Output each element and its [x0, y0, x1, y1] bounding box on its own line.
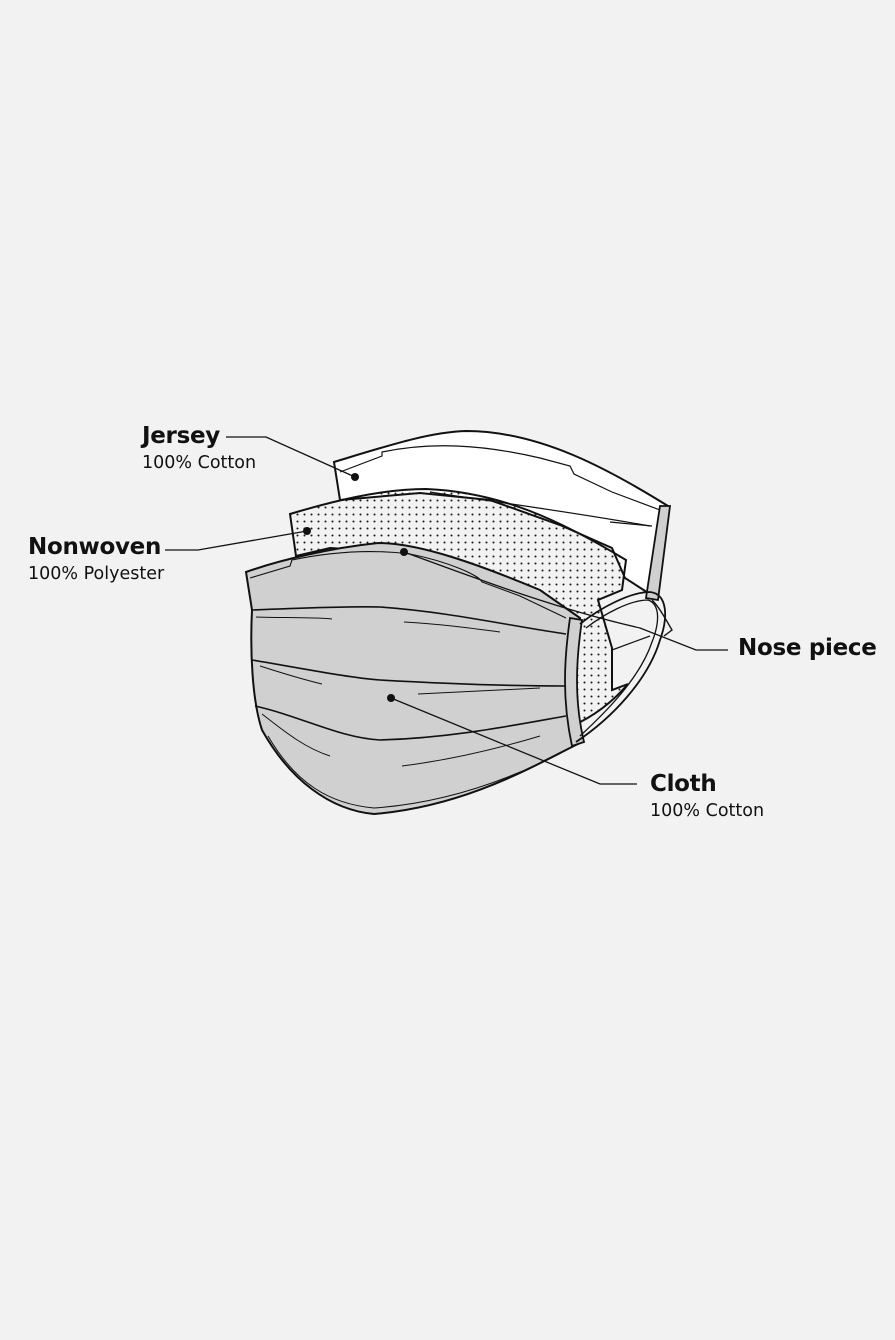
label-cloth-material: 100% Cotton [650, 801, 765, 821]
label-nonwoven-title: Nonwoven [28, 534, 162, 560]
leader-lines [165, 436, 728, 785]
label-nonwoven-material: 100% Polyester [28, 564, 165, 584]
label-jersey: Jersey 100% Cotton [142, 425, 256, 473]
label-nose-piece-title: Nose piece [738, 635, 877, 661]
label-cloth-title: Cloth [650, 771, 717, 797]
label-nose-piece: Nose piece [738, 637, 877, 660]
ear-loops [575, 591, 673, 743]
side-binding [564, 505, 672, 748]
label-nonwoven: Nonwoven 100% Polyester [28, 536, 164, 584]
jersey-layer [332, 429, 670, 600]
label-jersey-title: Jersey [142, 423, 220, 449]
label-jersey-material: 100% Cotton [142, 453, 257, 473]
cloth-layer [244, 541, 584, 816]
label-cloth: Cloth 100% Cotton [650, 773, 764, 821]
